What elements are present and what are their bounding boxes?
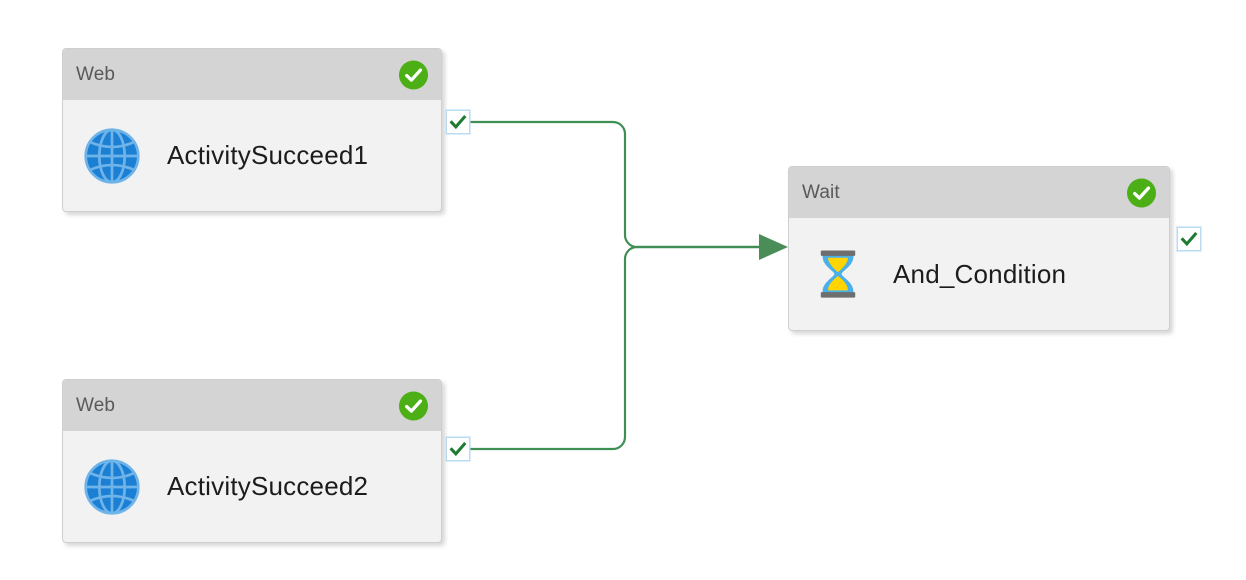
connector-path-activity1[interactable] bbox=[468, 120, 762, 249]
connector-path-activity2[interactable] bbox=[468, 245, 762, 451]
node-header: Web bbox=[63, 380, 441, 431]
globe-icon bbox=[84, 458, 140, 515]
node-type-label: Web bbox=[76, 63, 116, 85]
arrowhead-icon bbox=[759, 234, 788, 260]
node-body: ActivitySucceed1 bbox=[63, 100, 441, 211]
success-check-icon bbox=[1126, 177, 1157, 208]
node-label: ActivitySucceed1 bbox=[167, 140, 369, 170]
activity-node-activity-succeed-2[interactable]: Web ActivitySucceed2 bbox=[62, 379, 442, 543]
activity-node-and-condition[interactable]: Wait And_Condition bbox=[788, 166, 1170, 331]
node-type-label: Wait bbox=[802, 181, 840, 203]
node-label: And_Condition bbox=[893, 258, 1067, 289]
output-port-activity-succeed-1[interactable] bbox=[446, 110, 470, 134]
node-body: And_Condition bbox=[789, 218, 1169, 330]
node-header: Wait bbox=[789, 167, 1169, 218]
hourglass-icon bbox=[820, 250, 856, 298]
node-header: Web bbox=[63, 49, 441, 100]
success-check-icon bbox=[398, 59, 429, 90]
success-check-icon bbox=[398, 390, 429, 421]
checkmark-icon bbox=[449, 114, 467, 130]
activity-node-activity-succeed-1[interactable]: Web ActivitySucceed1 bbox=[62, 48, 442, 212]
node-body: ActivitySucceed2 bbox=[63, 431, 441, 542]
output-port-and-condition[interactable] bbox=[1177, 227, 1201, 251]
output-port-activity-succeed-2[interactable] bbox=[446, 437, 470, 461]
checkmark-icon bbox=[449, 441, 467, 457]
node-label: ActivitySucceed2 bbox=[167, 471, 369, 501]
node-type-label: Web bbox=[76, 394, 116, 416]
checkmark-icon bbox=[1180, 231, 1198, 247]
globe-icon bbox=[84, 127, 140, 184]
